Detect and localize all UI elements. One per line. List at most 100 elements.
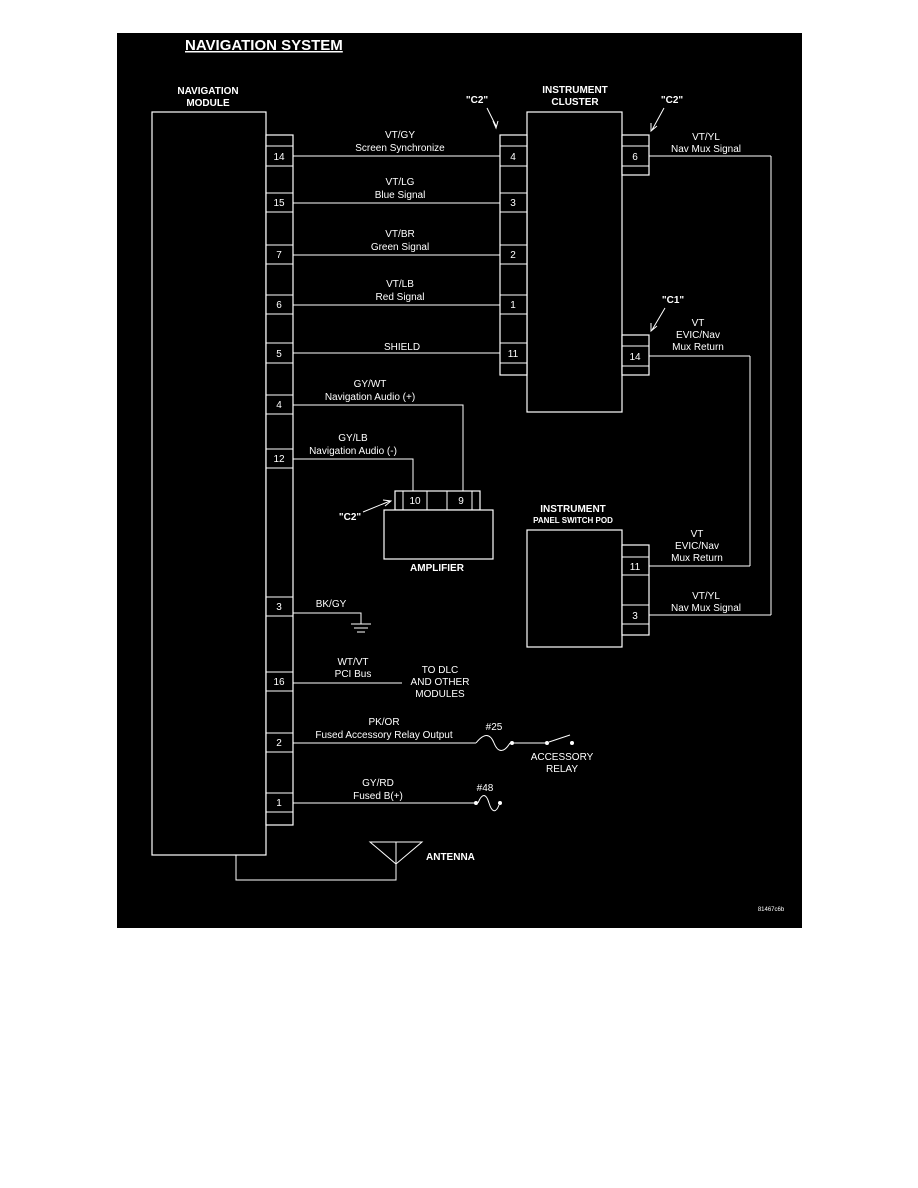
wire-name-blue: Blue Signal bbox=[375, 190, 426, 201]
fuse-25-icon bbox=[475, 735, 511, 751]
nav-pin-6: 6 bbox=[276, 300, 282, 311]
antenna-label: ANTENNA bbox=[426, 852, 475, 863]
cluster-label-line1: INSTRUMENT bbox=[542, 85, 608, 96]
nav-module-body bbox=[151, 111, 267, 856]
amplifier-connector bbox=[394, 490, 481, 511]
cluster-pin-1: 1 bbox=[510, 300, 516, 311]
cluster-label-line2: CLUSTER bbox=[551, 97, 599, 108]
wire-color-red: VT/LB bbox=[386, 279, 414, 290]
nav-module-label-line2: MODULE bbox=[186, 98, 230, 109]
wire-color-mux-return-cluster: VT bbox=[692, 318, 705, 329]
relay-switch-icon bbox=[548, 734, 571, 743]
c2-callout-cluster-right: "C2" bbox=[661, 95, 684, 106]
switch-pod-connector bbox=[621, 544, 650, 636]
switch-pod-label-line1: INSTRUMENT bbox=[540, 504, 606, 515]
fuse-48-icon bbox=[477, 795, 500, 812]
wire-name-screen-sync: Screen Synchronize bbox=[355, 143, 445, 154]
instrument-panel-switch-pod: INSTRUMENT PANEL SWITCH POD 11 3 bbox=[526, 504, 650, 648]
c2-callout-amplifier: "C2" bbox=[339, 512, 362, 523]
nav-module-connector bbox=[265, 134, 294, 826]
pod-pin-3: 3 bbox=[632, 611, 638, 622]
wire-color-pci-bus: WT/VT bbox=[337, 657, 368, 668]
wire-antenna bbox=[235, 855, 397, 881]
amplifier-body bbox=[383, 509, 494, 560]
wire-color-nav-mux-cluster: VT/YL bbox=[692, 132, 720, 143]
wire-color-mux-return-pod: VT bbox=[691, 529, 704, 540]
nav-pin-7: 7 bbox=[276, 250, 282, 261]
wire-name-pci-bus: PCI Bus bbox=[335, 669, 372, 680]
wire-name-mux-return-cluster-2: Mux Return bbox=[672, 342, 724, 353]
fuse-48-label: #48 bbox=[477, 783, 494, 794]
amp-pin-9: 9 bbox=[458, 496, 464, 507]
nav-pin-5: 5 bbox=[276, 349, 282, 360]
amp-pin-10: 10 bbox=[409, 496, 421, 507]
cluster-pin-11: 11 bbox=[508, 349, 519, 360]
c2-arrow-cluster-right bbox=[650, 107, 665, 133]
nav-pin-14: 14 bbox=[273, 152, 285, 163]
nav-pin-15: 15 bbox=[273, 198, 285, 209]
nav-module-label-line1: NAVIGATION bbox=[177, 86, 238, 97]
wire-name-red: Red Signal bbox=[376, 292, 425, 303]
wire-name-shield: SHIELD bbox=[384, 342, 420, 353]
nav-pin-3: 3 bbox=[276, 602, 282, 613]
pod-pin-11: 11 bbox=[630, 562, 641, 573]
relay-contact-1 bbox=[545, 741, 549, 745]
wire-name-nav-audio-pos: Navigation Audio (+) bbox=[325, 392, 415, 403]
wire-name-accessory: Fused Accessory Relay Output bbox=[315, 730, 453, 741]
dlc-label-line3: MODULES bbox=[415, 689, 465, 700]
wire-name-mux-return-pod-1: EVIC/Nav bbox=[675, 541, 719, 552]
cluster-pin-3: 3 bbox=[510, 198, 516, 209]
dlc-label-line1: TO DLC bbox=[422, 665, 459, 676]
cluster-pin-4: 4 bbox=[510, 152, 516, 163]
mux-wires bbox=[649, 155, 772, 616]
wire-name-nav-audio-neg: Navigation Audio (-) bbox=[309, 446, 397, 457]
wire-color-accessory: PK/OR bbox=[368, 717, 399, 728]
instrument-cluster: INSTRUMENT CLUSTER 4 3 2 1 11 6 14 bbox=[499, 85, 650, 413]
wire-nav-audio-neg bbox=[293, 458, 414, 491]
switch-pod-body bbox=[526, 529, 623, 648]
nav-pin-1: 1 bbox=[276, 798, 282, 809]
wire-color-nav-audio-pos: GY/WT bbox=[354, 379, 387, 390]
switch-pod-label-line2: PANEL SWITCH POD bbox=[533, 516, 613, 525]
c1-arrow-cluster bbox=[650, 307, 666, 333]
nav-pin-4: 4 bbox=[276, 400, 282, 411]
wire-color-blue: VT/LG bbox=[386, 177, 415, 188]
wire-color-ground: BK/GY bbox=[316, 599, 347, 610]
cluster-pin-6: 6 bbox=[632, 152, 638, 163]
c1-callout-cluster: "C1" bbox=[662, 295, 685, 306]
wire-ground bbox=[293, 612, 362, 624]
ground-icon bbox=[351, 623, 371, 633]
nav-pin-2: 2 bbox=[276, 738, 282, 749]
cluster-pin-2: 2 bbox=[510, 250, 516, 261]
cluster-c2-dividers bbox=[500, 145, 527, 364]
wire-name-fused-b: Fused B(+) bbox=[353, 791, 403, 802]
cluster-body bbox=[526, 111, 623, 413]
nav-connector-dividers bbox=[266, 145, 293, 813]
cluster-c2-right-connector bbox=[621, 134, 650, 176]
wire-color-green: VT/BR bbox=[385, 229, 414, 240]
antenna-icon bbox=[368, 841, 424, 865]
relay-label-line2: RELAY bbox=[546, 764, 578, 775]
wire-color-nav-audio-neg: GY/LB bbox=[338, 433, 368, 444]
wire-name-mux-return-cluster-1: EVIC/Nav bbox=[676, 330, 720, 341]
nav-pin-12: 12 bbox=[273, 454, 285, 465]
wire-color-screen-sync: VT/GY bbox=[385, 130, 415, 141]
wire-name-green: Green Signal bbox=[371, 242, 429, 253]
wire-name-nav-mux-cluster: Nav Mux Signal bbox=[671, 144, 741, 155]
relay-contact-2 bbox=[570, 741, 574, 745]
c2-arrow-amplifier bbox=[362, 499, 393, 513]
c2-callout-cluster-left: "C2" bbox=[466, 95, 489, 106]
wire-name-nav-mux-pod: Nav Mux Signal bbox=[671, 603, 741, 614]
cluster-c1-connector bbox=[621, 334, 650, 376]
wire-nav-audio-pos bbox=[293, 404, 464, 491]
diagram-title: NAVIGATION SYSTEM bbox=[185, 37, 343, 54]
wire-name-mux-return-pod-2: Mux Return bbox=[671, 553, 723, 564]
dlc-label-line2: AND OTHER bbox=[411, 677, 470, 688]
amplifier-label: AMPLIFIER bbox=[410, 563, 465, 574]
video-wires bbox=[293, 155, 500, 354]
nav-pin-16: 16 bbox=[273, 677, 285, 688]
cluster-pin-14: 14 bbox=[629, 352, 641, 363]
fuse-25-terminal bbox=[510, 741, 514, 745]
cluster-c2-connector bbox=[499, 134, 528, 376]
